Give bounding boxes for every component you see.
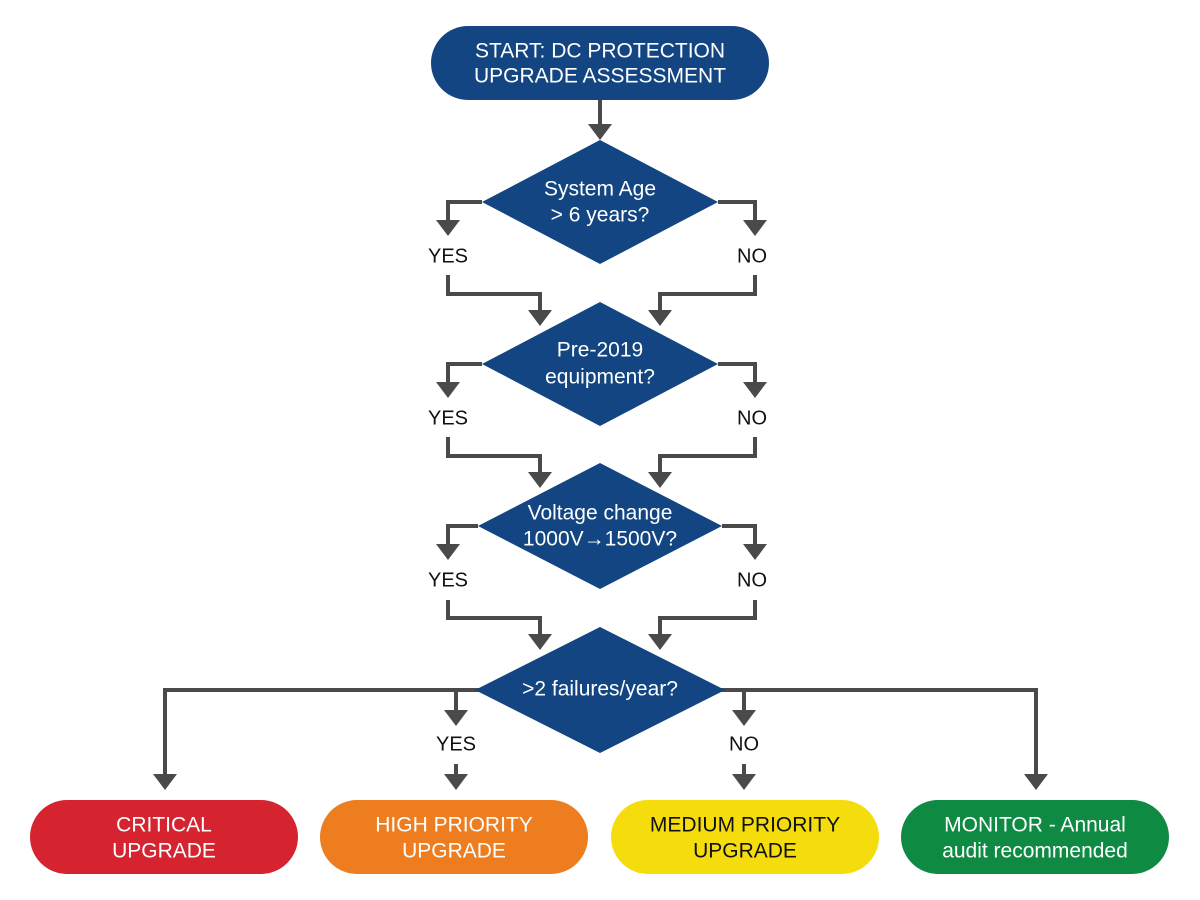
outcome-box — [611, 800, 879, 874]
connectors — [153, 100, 1048, 790]
arrowhead — [528, 634, 552, 650]
yes-label: YES — [428, 407, 468, 429]
edge-d2-no-merge — [658, 437, 757, 474]
decision-diamond — [482, 302, 718, 426]
outcome-box — [320, 800, 588, 874]
outcome-box — [901, 800, 1169, 874]
edge-d1-no-merge — [658, 275, 757, 312]
edge-d1-yes-merge — [446, 275, 542, 312]
arrowhead — [444, 774, 468, 790]
decision-label-line-2: equipment? — [545, 366, 655, 389]
edge-d3-yes-merge — [446, 600, 542, 636]
arrowhead — [648, 634, 672, 650]
decision-label-line-2: > 6 years? — [551, 204, 650, 227]
outcome-label-line-2: audit recommended — [942, 840, 1128, 863]
decision-label-line-1: Pre-2019 — [557, 339, 643, 362]
arrowhead — [743, 382, 767, 398]
arrowhead — [444, 710, 468, 726]
start-node: START: DC PROTECTION UPGRADE ASSESSMENT — [431, 26, 769, 100]
edge-d2-yes-branch — [446, 362, 482, 384]
arrowhead — [436, 544, 460, 560]
edge-d3-no-branch — [722, 524, 757, 546]
arrowhead — [528, 472, 552, 488]
arrowhead — [153, 774, 177, 790]
decision-voltage-change: Voltage change 1000V→1500V? YES NO — [428, 463, 767, 591]
arrowhead — [648, 472, 672, 488]
edge-d3-yes-branch — [446, 524, 478, 546]
arrowhead — [732, 774, 756, 790]
start-label-line-2: UPGRADE ASSESSMENT — [474, 65, 726, 88]
outcome-label-line-2: UPGRADE — [693, 840, 797, 863]
decision-pre-2019: Pre-2019 equipment? YES NO — [428, 302, 767, 429]
arrowhead — [648, 310, 672, 326]
decision-label-line-1: >2 failures/year? — [522, 678, 678, 701]
no-label: NO — [729, 733, 759, 755]
outcome-box — [30, 800, 298, 874]
outcome-label-line-2: UPGRADE — [112, 840, 216, 863]
arrowhead — [528, 310, 552, 326]
outcome-critical-upgrade: CRITICAL UPGRADE — [30, 800, 298, 874]
yes-label: YES — [436, 733, 476, 755]
outcome-high-priority-upgrade: HIGH PRIORITY UPGRADE — [320, 800, 588, 874]
decision-system-age: System Age > 6 years? YES NO — [428, 140, 767, 267]
edge-d1-no-branch — [718, 200, 757, 222]
arrowhead — [743, 220, 767, 236]
no-label: NO — [737, 407, 767, 429]
edge-d2-no-branch — [718, 362, 757, 384]
decision-label-line-1: System Age — [544, 178, 656, 201]
decision-diamond — [475, 627, 725, 753]
edge-d2-yes-merge — [446, 437, 542, 474]
yes-label: YES — [428, 245, 468, 267]
arrowhead — [732, 710, 756, 726]
no-label: NO — [737, 569, 767, 591]
outcome-label-line-1: MONITOR - Annual — [944, 814, 1126, 837]
start-label-line-1: START: DC PROTECTION — [475, 40, 725, 63]
outcome-monitor: MONITOR - Annual audit recommended — [901, 800, 1169, 874]
decision-label-line-1: Voltage change — [528, 502, 673, 525]
yes-label: YES — [428, 569, 468, 591]
decision-failures-per-year: >2 failures/year? YES NO — [436, 627, 759, 755]
arrowhead — [743, 544, 767, 560]
outcome-label-line-1: CRITICAL — [116, 814, 212, 837]
edge-d4-to-critical — [163, 688, 480, 776]
outcome-label-line-1: MEDIUM PRIORITY — [650, 814, 840, 837]
outcome-label-line-2: UPGRADE — [402, 840, 506, 863]
edge-d4-to-monitor — [720, 688, 1038, 776]
arrowhead — [1024, 774, 1048, 790]
decision-diamond — [478, 463, 722, 589]
arrowhead — [436, 382, 460, 398]
arrowhead — [588, 124, 612, 140]
edge-d3-no-merge — [658, 600, 757, 636]
outcome-label-line-1: HIGH PRIORITY — [375, 814, 533, 837]
edge-d1-yes-branch — [446, 200, 482, 222]
outcome-medium-priority-upgrade: MEDIUM PRIORITY UPGRADE — [611, 800, 879, 874]
no-label: NO — [737, 245, 767, 267]
decision-diamond — [482, 140, 718, 264]
start-terminal — [431, 26, 769, 100]
arrowhead — [436, 220, 460, 236]
decision-label-line-2: 1000V→1500V? — [523, 528, 677, 551]
